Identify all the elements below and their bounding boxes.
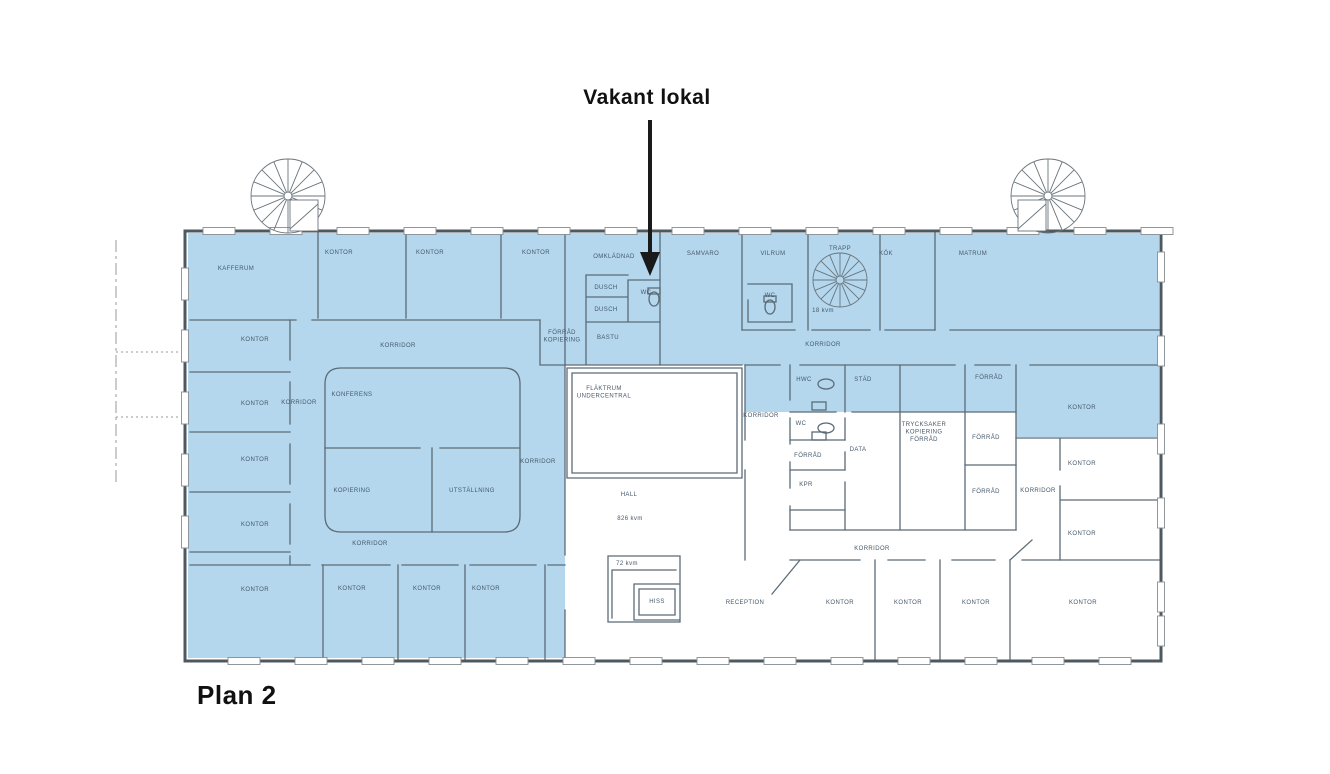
room-label-reception: RECEPTION [726,600,765,606]
room-label-forrad: FÖRRÅD [972,434,1000,441]
room-label-trapp: TRAPP [829,246,851,252]
room-label-stad: STÄD [854,376,872,383]
room-label-bastu: BASTU [597,335,619,341]
room-label-konferens: KONFERENS [332,392,373,398]
room-label-kontor: KONTOR [241,401,269,407]
room-label-kontor: KONTOR [1068,461,1096,467]
room-label-kontor: KONTOR [1068,531,1096,537]
room-label-kontor: KONTOR [1068,405,1096,411]
spiral-stairs [250,158,1086,308]
room-label-kontor: KONTOR [241,522,269,528]
room-label-data: DATA [850,447,867,453]
room-label-kontor: KONTOR [522,250,550,256]
room-label-wc: WC [641,290,652,296]
room-label-hiss-area: 72 kvm [616,561,638,567]
room-label-kontor: KONTOR [413,586,441,592]
room-label-dusch: DUSCH [594,285,617,291]
room-label-korridor: KORRIDOR [520,459,556,465]
plan-title: Plan 2 [197,680,277,710]
room-label-kontor: KONTOR [241,587,269,593]
room-label-kontor: KONTOR [325,250,353,256]
room-label-korridor: KORRIDOR [854,546,890,552]
room-label-kontor: KONTOR [1069,600,1097,606]
room-label-utstallning: UTSTÄLLNING [449,487,495,494]
room-label-kpr: KPR [799,482,813,488]
room-label-kontor: KONTOR [241,337,269,343]
room-label-kontor: KONTOR [894,600,922,606]
room-label-wc: WC [765,293,776,299]
room-label-trapp-area: 18 kvm [812,308,834,314]
room-label-matrum: MATRUM [959,251,987,257]
room-label-kontor: KONTOR [962,600,990,606]
room-label-samvaro: SAMVARO [687,251,719,257]
window-ticks [181,227,1174,665]
room-label-kopiering: KOPIERING [334,488,371,494]
vacant-area-highlight [188,233,1159,658]
room-label-korridor: KORRIDOR [743,413,779,419]
interior-walls [189,231,1162,662]
room-label-dusch: DUSCH [594,307,617,313]
room-label-kontor: KONTOR [472,586,500,592]
room-label-forrad: FÖRRÅD [975,374,1003,381]
room-label-korridor: KORRIDOR [281,400,317,406]
room-label-hiss: HISS [649,599,665,605]
room-label-forrad: FÖRRÅD [972,488,1000,495]
room-label-korridor: KORRIDOR [352,541,388,547]
room-label-omkladnad: OMKLÄDNAD [593,253,635,260]
room-label-vilrum: VILRUM [760,251,785,257]
room-label-hall-area: 826 kvm [617,516,642,522]
room-label-korridor: KORRIDOR [380,343,416,349]
room-label-kontor: KONTOR [826,600,854,606]
vacant-pointer-arrow [640,120,660,276]
room-label-kafferum: KAFFERUM [218,266,254,272]
room-label-korridor: KORRIDOR [1020,488,1056,494]
room-label-hall: HALL [621,492,638,498]
room-label-korridor: KORRIDOR [805,342,841,348]
room-label-kontor: KONTOR [338,586,366,592]
room-label-kontor: KONTOR [416,250,444,256]
room-label-forrad: FÖRRÅD [794,452,822,459]
vacant-annotation-title: Vakant lokal [583,86,711,109]
room-labels: KAFFERUM KONTOR KONTOR KONTOR KONTOR KORRIDOR… [218,246,1097,606]
site-boundary-lines [115,240,185,482]
room-label-hwc: HWC [796,377,812,383]
room-label-kontor: KONTOR [241,457,269,463]
room-label-kok: KÖK [879,250,893,257]
room-label-wc: WC [796,421,807,427]
